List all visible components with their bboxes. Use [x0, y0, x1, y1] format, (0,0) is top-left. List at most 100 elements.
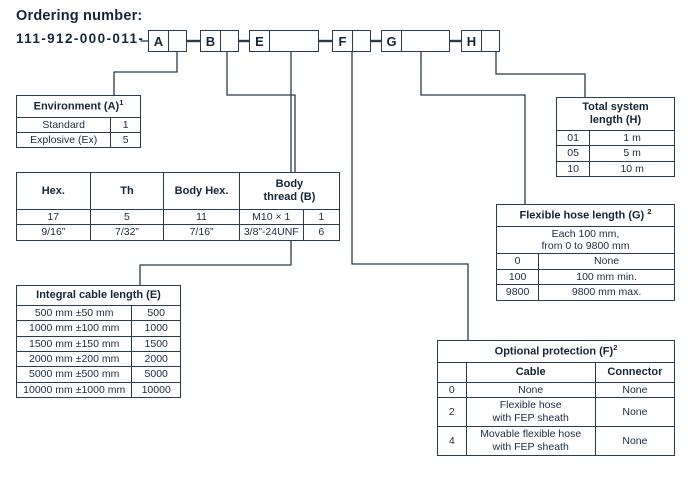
table-header-row: Optional protection (F)2 [437, 340, 675, 363]
integral-cable-table: Integral cable length (E) 500 mm ±50 mm … [15, 285, 181, 399]
body-code-r2: 6 [302, 224, 341, 241]
flexible-hose-footnote: 2 [647, 207, 652, 216]
optional-protection-title: Optional protection (F)2 [437, 340, 675, 363]
total-system-title: Total system length (H) [556, 97, 675, 131]
protection-code-1: 2 [437, 396, 467, 428]
cable-label-3: 2000 mm ±200 mm [15, 351, 133, 368]
cable-code-0: 500 [131, 304, 181, 322]
code-box-e-value[interactable] [270, 31, 318, 51]
total-label-0: 1 m [589, 129, 675, 147]
hose-label-1: 100 mm min. [538, 268, 675, 286]
cable-label-1: 1000 mm ±100 mm [15, 320, 133, 337]
table-header-row: Hex. Th Body Hex. Body thread (B) [16, 172, 341, 210]
code-box-f-letter: F [333, 31, 353, 51]
table-row: 10 10 m [555, 160, 675, 178]
total-label-2: 10 m [589, 160, 675, 178]
table-row: Standard 1 [15, 116, 141, 134]
hose-label-2: 9800 mm max. [538, 284, 675, 301]
header-body-thread-line2: thread (B) [263, 191, 316, 203]
total-code-2: 10 [555, 160, 591, 178]
body-thread-r1: M10 × 1 [238, 208, 304, 226]
leader-g [420, 51, 526, 205]
code-box-e[interactable]: E [249, 30, 319, 52]
table-row: 9800 9800 mm max. [495, 284, 675, 301]
table-row: 2000 mm ±200 mm 2000 [15, 351, 181, 368]
table-row: 0 None None [437, 381, 676, 398]
table-row: 100 100 mm min. [495, 268, 675, 286]
hose-code-0: 0 [495, 253, 540, 270]
flexible-hose-note-line1: Each 100 mm, [551, 227, 620, 240]
table-row: Explosive (Ex) 5 [15, 131, 141, 149]
optional-protection-footnote: 2 [613, 343, 618, 352]
environment-label-explosive: Explosive (Ex) [15, 131, 112, 149]
flexible-hose-length-table: Flexible hose length (G) 2 Each 100 mm, … [495, 204, 675, 301]
body-bodyhex-r2: 7/16” [163, 224, 240, 241]
protection-connector-0: None [594, 381, 676, 398]
protection-header-connector: Connector [594, 361, 676, 383]
body-th-r2: 7/32” [89, 224, 165, 241]
code-box-b[interactable]: B [200, 30, 239, 52]
code-box-f-value[interactable] [353, 31, 370, 51]
cable-label-5: 10000 mm ±1000 mm [15, 381, 133, 399]
total-system-title-line2: length (H) [589, 113, 642, 126]
table-row: 500 mm ±50 mm 500 [15, 304, 181, 322]
table-header-row: Total system length (H) [556, 97, 675, 131]
table-row: 4 Movable flexible hose with FEP sheath … [437, 426, 676, 457]
header-th: Th [89, 172, 165, 210]
header-body-thread-line1: Body [275, 178, 304, 191]
environment-code-standard: 1 [110, 116, 141, 134]
leader-h [495, 51, 586, 98]
table-row: 10000 mm ±1000 mm 10000 [15, 381, 181, 399]
hose-code-1: 100 [495, 268, 540, 286]
flexible-hose-note: Each 100 mm, from 0 to 9800 mm [496, 225, 675, 255]
body-thread-r2: 3/8”-24UNF [238, 224, 304, 241]
protection-cable-1-line2: with FEP sheath [492, 412, 569, 425]
protection-cable-2-line2: with FEP sheath [492, 441, 569, 454]
protection-header-blank [437, 361, 467, 383]
table-row: 05 5 m [555, 145, 675, 162]
code-box-b-value[interactable] [221, 31, 238, 51]
protection-connector-1: None [594, 396, 676, 428]
table-row: 1500 mm ±150 mm 1500 [15, 335, 181, 353]
cable-label-4: 5000 mm ±500 mm [15, 366, 133, 383]
leader-b [226, 51, 296, 173]
leader-f [351, 51, 469, 341]
table-row: 9/16” 7/32” 7/16” 3/8”-24UNF 6 [16, 224, 341, 241]
code-box-f[interactable]: F [332, 30, 371, 52]
header-body-hex: Body Hex. [163, 172, 240, 210]
cable-code-4: 5000 [131, 366, 181, 383]
optional-protection-title-text: Optional protection (F) [494, 345, 614, 358]
environment-label-standard: Standard [15, 116, 112, 134]
cable-code-3: 2000 [131, 351, 181, 368]
code-box-g[interactable]: G [381, 30, 450, 52]
code-box-h-value[interactable] [482, 31, 499, 51]
code-box-a-value[interactable] [169, 31, 186, 51]
total-label-1: 5 m [589, 145, 675, 162]
body-thread-table: Hex. Th Body Hex. Body thread (B) 17 5 1… [16, 172, 341, 241]
code-box-a-letter: A [149, 31, 169, 51]
environment-title: Environment (A)1 [16, 95, 141, 118]
total-system-length-table: Total system length (H) 01 1 m 05 5 m 10… [555, 97, 675, 178]
body-th-r1: 5 [89, 208, 165, 226]
code-box-g-value[interactable] [402, 31, 449, 51]
code-box-h[interactable]: H [461, 30, 500, 52]
flexible-hose-title: Flexible hose length (G) 2 [496, 204, 675, 227]
hose-label-0: None [538, 253, 675, 270]
body-hex-r1: 17 [16, 208, 91, 226]
code-box-a[interactable]: A [148, 30, 187, 52]
total-system-title-line1: Total system [582, 101, 649, 113]
environment-title-text: Environment (A) [33, 100, 120, 113]
leader-a [113, 51, 178, 96]
protection-cable-2-line1: Movable flexible hose [480, 428, 582, 441]
cable-label-2: 1500 mm ±150 mm [15, 335, 133, 353]
flexible-hose-title-text: Flexible hose length (G) [519, 209, 645, 222]
hose-code-2: 9800 [495, 284, 540, 301]
cable-code-5: 10000 [131, 381, 181, 399]
table-row: 17 5 11 M10 × 1 1 [16, 208, 341, 226]
protection-cable-0: None [465, 381, 596, 398]
environment-code-explosive: 5 [110, 131, 141, 149]
total-code-0: 01 [555, 129, 591, 147]
table-header-row: Integral cable length (E) [16, 285, 181, 306]
table-row: 5000 mm ±500 mm 5000 [15, 366, 181, 383]
